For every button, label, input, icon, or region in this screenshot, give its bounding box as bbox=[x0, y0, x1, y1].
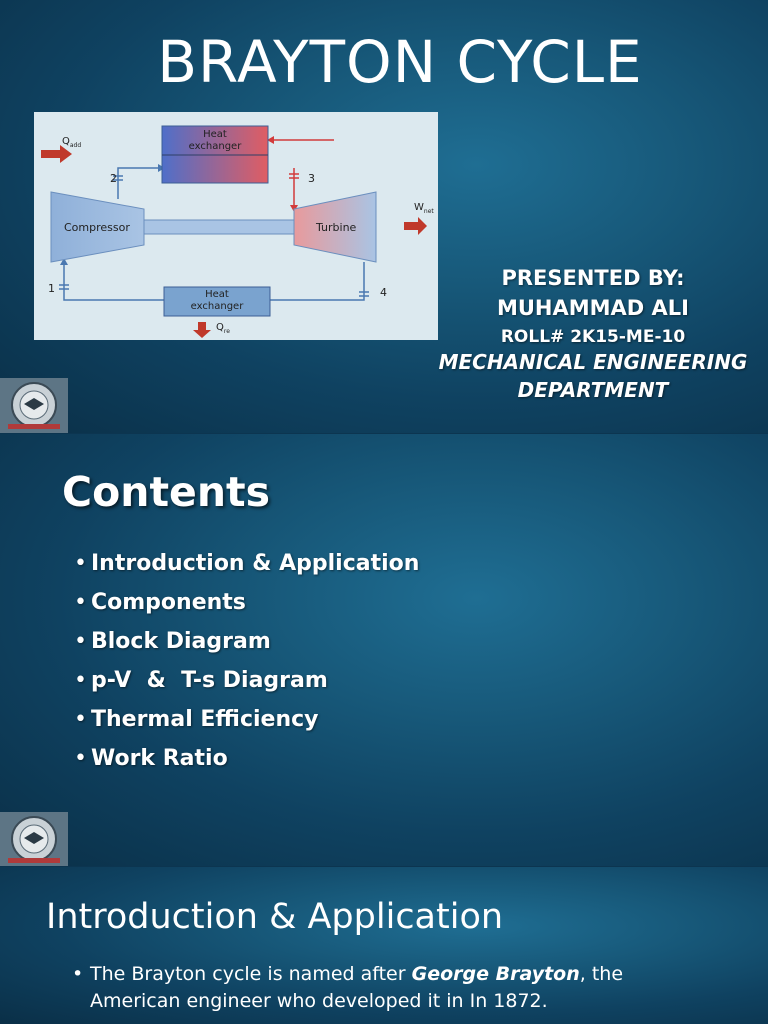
turbine-label: Turbine bbox=[316, 221, 357, 234]
list-item: •Thermal Efficiency bbox=[74, 707, 319, 732]
university-logo bbox=[0, 378, 68, 433]
department-line-2: DEPARTMENT bbox=[517, 378, 669, 402]
list-item: •Block Diagram bbox=[74, 629, 271, 654]
slide-title: BRAYTON CYCLE bbox=[157, 28, 643, 96]
diagram-svg bbox=[41, 125, 427, 338]
q-re-label: Qre bbox=[216, 322, 230, 335]
presenter-name: MUHAMMAD ALI bbox=[496, 296, 689, 320]
heat-in-arrow bbox=[41, 145, 72, 163]
list-item: •p-V & T-s Diagram bbox=[74, 668, 328, 693]
compressor-label: Compressor bbox=[64, 221, 130, 234]
introduction-title: Introduction & Application bbox=[46, 897, 504, 937]
state-point-2: 2 bbox=[110, 172, 117, 185]
introduction-slide: Introduction & Application • The Brayton… bbox=[0, 867, 768, 1024]
q-add-label: Qadd bbox=[62, 136, 82, 149]
contents-slide: Contents •Introduction & Application •Co… bbox=[0, 434, 768, 866]
heat-out-arrow bbox=[193, 322, 211, 338]
state-point-1: 1 bbox=[48, 282, 55, 295]
title-slide: BRAYTON CYCLE bbox=[0, 0, 768, 433]
w-net-label: Wnet bbox=[414, 202, 434, 215]
work-out-arrow bbox=[404, 217, 427, 235]
university-logo bbox=[0, 812, 68, 866]
george-brayton-name: George Brayton bbox=[411, 963, 580, 985]
list-item: •Work Ratio bbox=[74, 746, 228, 771]
presented-by-label: PRESENTED BY: bbox=[501, 266, 685, 290]
roll-number: ROLL# 2K15-ME-10 bbox=[500, 327, 686, 347]
contents-list: •Introduction & Application •Components … bbox=[74, 544, 419, 778]
contents-title: Contents bbox=[62, 468, 271, 516]
list-item: •Components bbox=[74, 590, 246, 615]
introduction-bullet: • The Brayton cycle is named after Georg… bbox=[72, 963, 624, 1012]
state-point-4: 4 bbox=[380, 286, 387, 299]
department: MECHANICAL ENGINEERING DEPARTMENT bbox=[420, 348, 766, 404]
state-point-3: 3 bbox=[308, 172, 315, 185]
list-item: •Introduction & Application bbox=[74, 551, 420, 576]
department-line-1: MECHANICAL ENGINEERING bbox=[438, 350, 748, 374]
